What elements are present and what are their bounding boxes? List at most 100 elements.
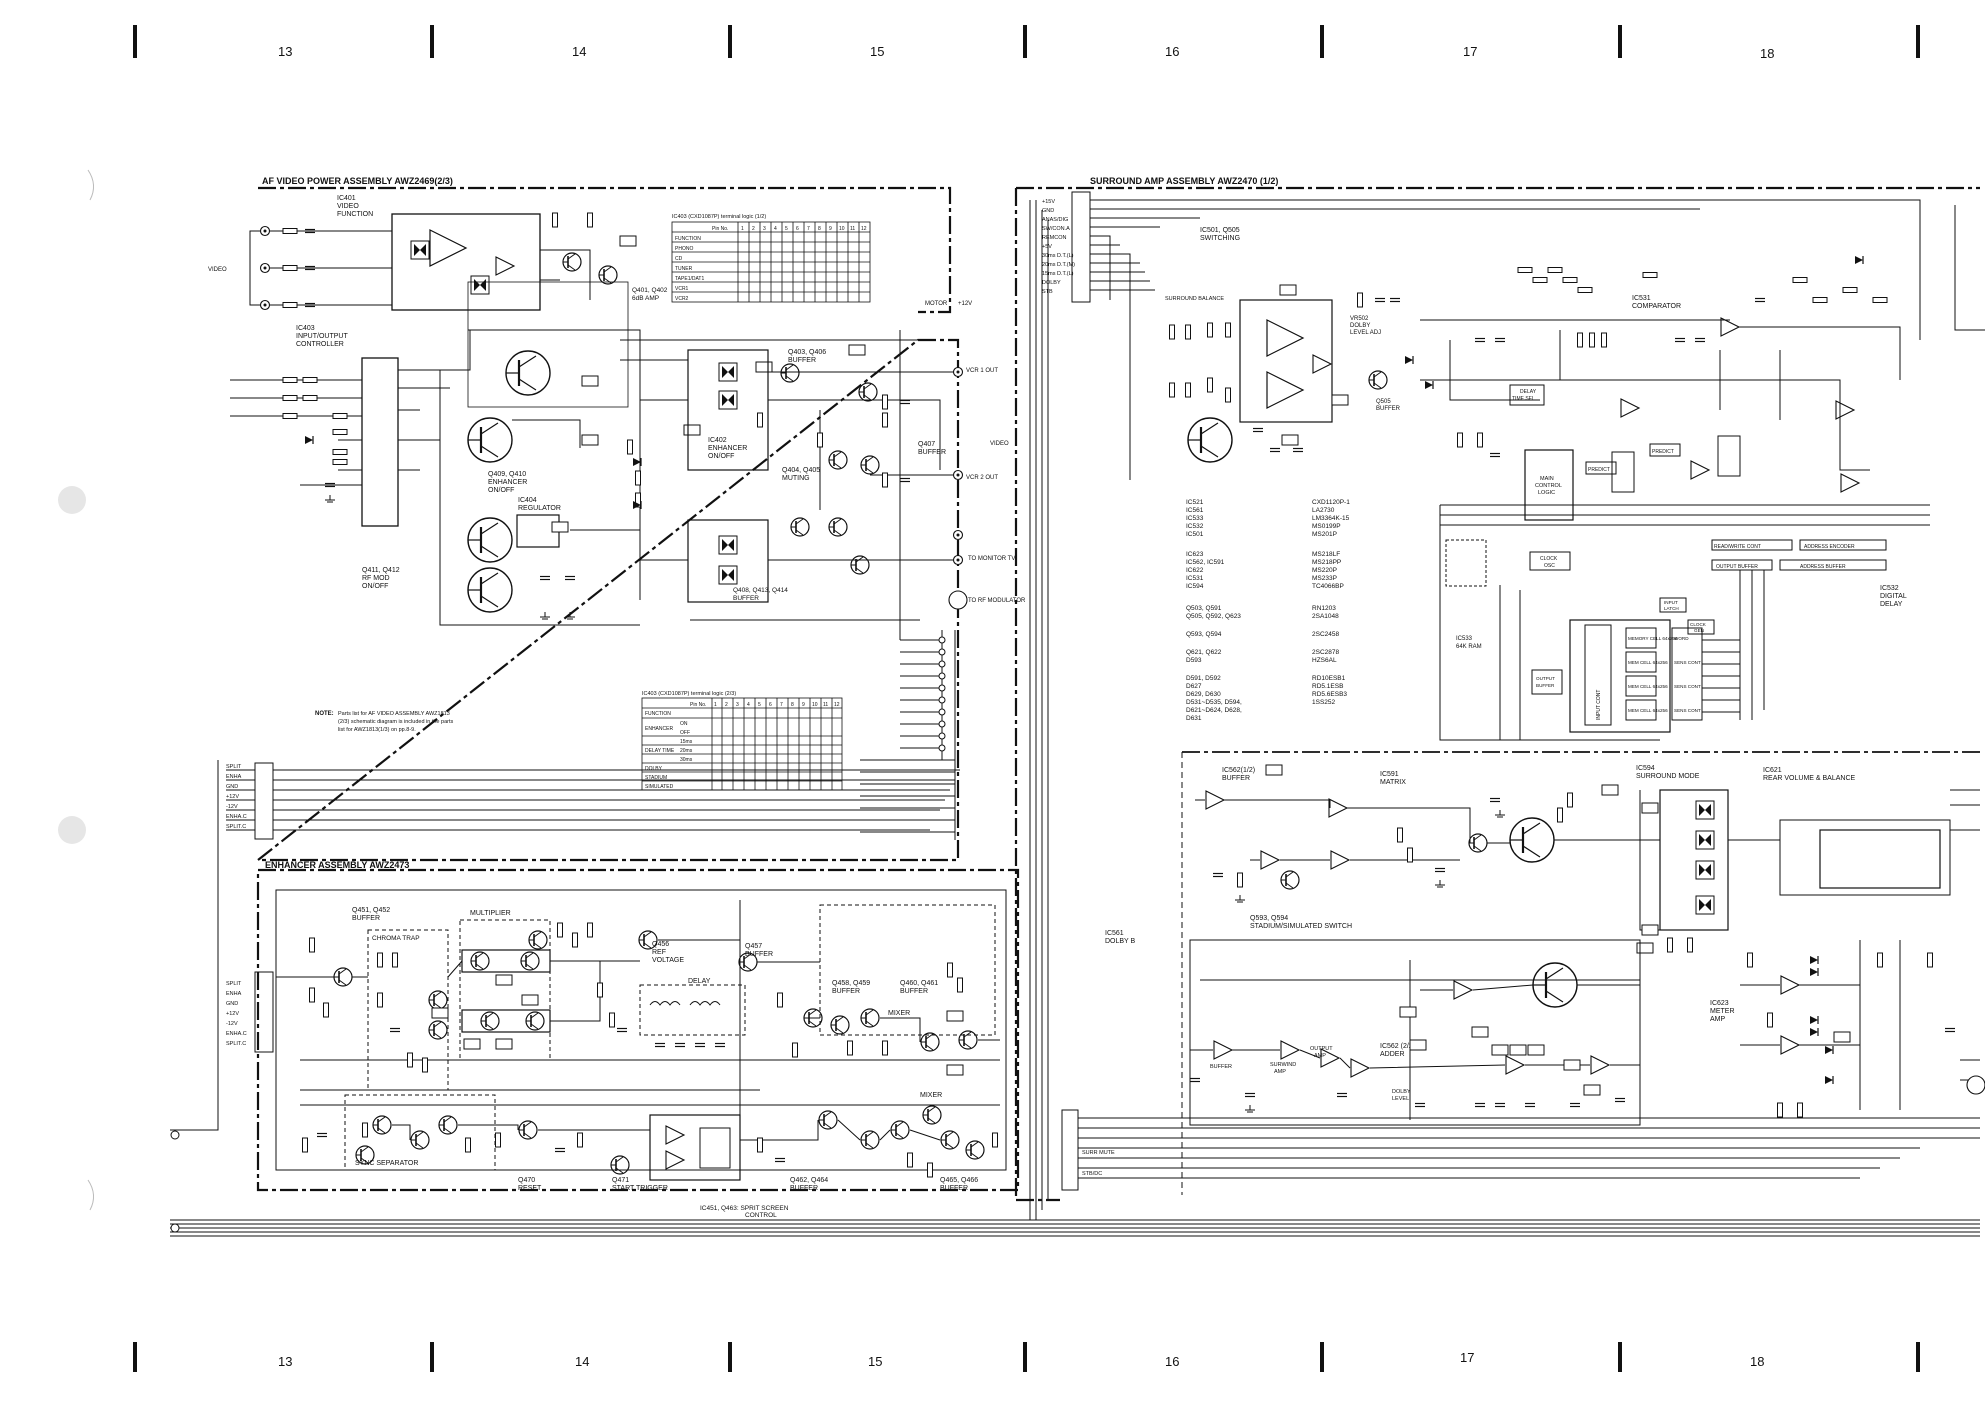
video-out-label: VIDEO bbox=[990, 441, 1009, 447]
svg-text:STADIUM: STADIUM bbox=[645, 775, 667, 781]
q403-label: Q403, Q406 BUFFER bbox=[788, 349, 828, 364]
svg-text:2: 2 bbox=[752, 226, 755, 232]
q462-label: Q462, Q464 BUFFER bbox=[790, 1177, 830, 1192]
ic401-label: IC401 VIDEO FUNCTION bbox=[337, 195, 373, 218]
q409-label: Q409, Q410 ENHANCER ON/OFF bbox=[488, 471, 529, 494]
cn-split: SPLIT bbox=[226, 764, 242, 770]
svg-text:D631: D631 bbox=[1186, 715, 1202, 722]
svg-text:IC533: IC533 bbox=[1186, 515, 1204, 522]
svg-text:D621~D624, D628,: D621~D624, D628, bbox=[1186, 707, 1242, 714]
svg-text:IC622: IC622 bbox=[1186, 567, 1204, 574]
svg-text:6: 6 bbox=[769, 702, 772, 708]
svg-text:CD: CD bbox=[675, 256, 683, 262]
q470-label: Q470 RESET bbox=[518, 1177, 542, 1192]
q404-label: Q404, Q405 MUTING bbox=[782, 467, 822, 482]
note-text: Parts list for AF VIDEO ASSEMBLY AWZ1813… bbox=[338, 711, 455, 733]
svg-text:IC531: IC531 bbox=[1186, 575, 1204, 582]
svg-text:HZS6AL: HZS6AL bbox=[1312, 657, 1337, 664]
svg-text:SPLIT.C: SPLIT.C bbox=[226, 1041, 246, 1047]
svg-text:12: 12 bbox=[834, 702, 840, 708]
svg-text:IC594: IC594 bbox=[1186, 583, 1204, 590]
cn-m12v: -12V bbox=[226, 804, 238, 810]
q593-label: Q593, Q594 STADIUM/SIMULATED SWITCH bbox=[1250, 915, 1352, 930]
grid-top-16: 16 bbox=[1165, 44, 1179, 59]
logic-table-1: IC403 (CXD1087P) terminal logic (1/2) bbox=[671, 214, 871, 303]
svg-text:MS0199P: MS0199P bbox=[1312, 523, 1341, 530]
parts-list: IC521 IC561 IC533 IC532 IC501 IC623 IC56… bbox=[1186, 499, 1350, 722]
svg-text:SENS CONT: SENS CONT bbox=[1674, 660, 1701, 665]
rw-cont-label: READ/WRITE CONT bbox=[1714, 544, 1761, 550]
surround-balance-label: SURROUND BALANCE bbox=[1165, 296, 1224, 302]
svg-text:TC4066BP: TC4066BP bbox=[1312, 583, 1344, 590]
svg-text:IC501: IC501 bbox=[1186, 531, 1204, 538]
volt-label: +12V bbox=[958, 301, 972, 307]
q408-label: Q408, Q413, Q414 BUFFER bbox=[733, 587, 790, 602]
motor-label: MOTOR bbox=[925, 301, 948, 307]
ic501-label: IC501, Q505 SWITCHING bbox=[1200, 227, 1242, 242]
ic621-label: IC621 REAR VOLUME & BALANCE bbox=[1763, 767, 1856, 782]
svg-text:3: 3 bbox=[763, 226, 766, 232]
logic-table-2: IC403 (CXD1087P) terminal logic (2/3) Pi… bbox=[641, 691, 843, 791]
out-buf-label: OUTPUT BUFFER bbox=[1716, 564, 1758, 570]
q471-label: Q471 START TRIGGER bbox=[612, 1177, 668, 1192]
grid-bottom-15: 15 bbox=[868, 1354, 882, 1369]
ic403-label: IC403 INPUT/OUTPUT CONTROLLER bbox=[296, 325, 350, 348]
svg-text:MS218LF: MS218LF bbox=[1312, 551, 1340, 558]
stbdc-label: STB/DC bbox=[1082, 1171, 1102, 1177]
svg-text:1SS252: 1SS252 bbox=[1312, 699, 1336, 706]
ic623-label: IC623 METER AMP bbox=[1710, 1000, 1736, 1023]
addr-buf-label: ADDRESS BUFFER bbox=[1800, 564, 1846, 570]
svg-text:IC521: IC521 bbox=[1186, 499, 1204, 506]
chroma-trap-label: CHROMA TRAP bbox=[372, 935, 420, 942]
output-buffer-label: OUTPUT BUFFER bbox=[1536, 676, 1556, 688]
svg-text:6: 6 bbox=[796, 226, 799, 232]
svg-text:+15V: +15V bbox=[1042, 199, 1055, 205]
svg-text:OFF: OFF bbox=[680, 730, 690, 736]
surround-amp-assembly: SURROUND AMP ASSEMBLY AWZ2470 (1/2) +15V… bbox=[1014, 176, 1985, 1202]
svg-text:ON: ON bbox=[680, 721, 688, 727]
svg-text:+5V: +5V bbox=[1042, 244, 1052, 250]
input-latch-label: INPUT LATCH bbox=[1664, 600, 1679, 611]
svg-text:MS201P: MS201P bbox=[1312, 531, 1337, 538]
svg-text:30ms: 30ms bbox=[680, 757, 693, 763]
svg-text:PHONO: PHONO bbox=[675, 246, 693, 252]
q465-label: Q465, Q466 BUFFER bbox=[940, 1177, 980, 1192]
cn-splitc: SPLIT.C bbox=[226, 824, 246, 830]
q457-label: Q457 BUFFER bbox=[745, 943, 773, 958]
svg-text:MEMORY CELL 64x256: MEMORY CELL 64x256 bbox=[1628, 636, 1678, 641]
ic532-label: IC532 DIGITAL DELAY bbox=[1880, 585, 1908, 608]
cn-gnd: GND bbox=[226, 784, 238, 790]
ic561-label: IC561 DOLBY B bbox=[1105, 930, 1136, 945]
grid-top-14: 14 bbox=[572, 44, 586, 59]
svg-text:Q505, Q592, Q623: Q505, Q592, Q623 bbox=[1186, 613, 1241, 620]
svg-text:D531~D535, D594,: D531~D535, D594, bbox=[1186, 699, 1242, 706]
svg-text:IC532: IC532 bbox=[1186, 523, 1204, 530]
svg-text:8: 8 bbox=[791, 702, 794, 708]
svg-text:D629, D630: D629, D630 bbox=[1186, 691, 1221, 698]
mixer-label: MIXER bbox=[888, 1010, 910, 1017]
svg-text:2SC2458: 2SC2458 bbox=[1312, 631, 1339, 638]
vr502-label: VR502 DOLBY LEVEL ADJ bbox=[1350, 316, 1381, 336]
q451-label: Q451, Q452 BUFFER bbox=[352, 907, 392, 922]
svg-text:MS218PP: MS218PP bbox=[1312, 559, 1341, 566]
rf-mod-label: TO RF MODULATOR bbox=[968, 598, 1026, 604]
svg-text:Pin No.: Pin No. bbox=[712, 226, 728, 232]
svg-text:4: 4 bbox=[774, 226, 777, 232]
dolby-level-label: DOLBY LEVEL bbox=[1392, 1089, 1412, 1102]
grid-top-15: 15 bbox=[870, 44, 884, 59]
svg-text:WORD: WORD bbox=[1674, 636, 1689, 641]
svg-text:IC561: IC561 bbox=[1186, 507, 1204, 514]
svg-text:MEM CELL 64x256: MEM CELL 64x256 bbox=[1628, 660, 1668, 665]
svg-text:11: 11 bbox=[823, 702, 828, 708]
svg-text:+12V: +12V bbox=[226, 1011, 239, 1017]
svg-text:RD5.6ESB3: RD5.6ESB3 bbox=[1312, 691, 1347, 698]
ic533-label: IC533 64K RAM bbox=[1456, 636, 1482, 650]
grid-bottom-14: 14 bbox=[575, 1354, 589, 1369]
svg-text:FUNCTION: FUNCTION bbox=[645, 711, 671, 717]
ic404-label: IC404 REGULATOR bbox=[518, 497, 561, 512]
svg-text:8: 8 bbox=[818, 226, 821, 232]
monitor-label: TO MONITOR TV bbox=[968, 556, 1015, 562]
svg-text:9: 9 bbox=[802, 702, 805, 708]
q458-label: Q458, Q459 BUFFER bbox=[832, 980, 872, 995]
